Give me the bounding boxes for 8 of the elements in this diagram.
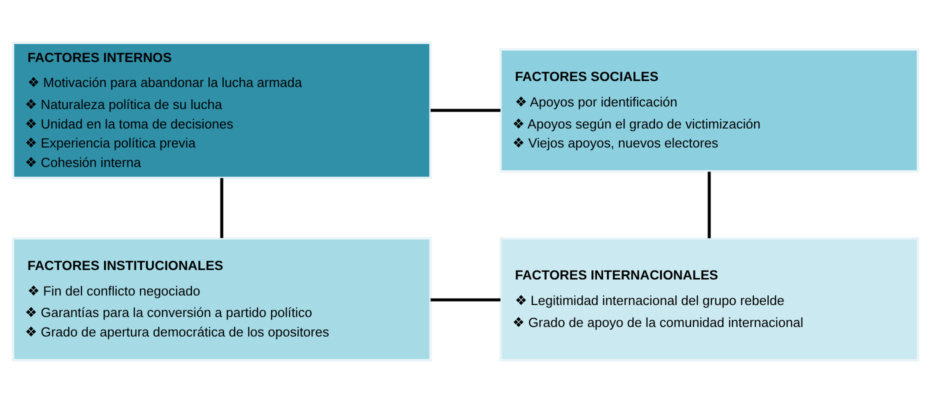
node-box: FACTORES INTERNOS ❖ Motivación para abandonar la lucha armada ❖ Naturaleza política de su lucha ❖ Unidad en la toma de decisiones ❖ Experiencia política previa ❖ Cohesión interna <box>12 41 432 179</box>
connector <box>708 171 711 238</box>
connector <box>220 178 224 238</box>
node-box: FACTORES INTERNACIONALES ❖ Legitimidad internacional del grupo rebelde ❖ Grado de apoyo de la comunidad internacional <box>499 236 920 361</box>
node-box: FACTORES INSTITUCIONALES ❖ Fin del conflicto negociado ❖ Garantías para la conversión a partido político ❖ Grado de apertura democrática de los opositores <box>12 236 432 361</box>
connector <box>430 298 500 301</box>
connector <box>430 108 500 112</box>
node-box: FACTORES SOCIALES ❖ Apoyos por identificación ❖ Apoyos según el grado de victimización ❖ Viejos apoyos, nuevos electores <box>499 48 920 172</box>
